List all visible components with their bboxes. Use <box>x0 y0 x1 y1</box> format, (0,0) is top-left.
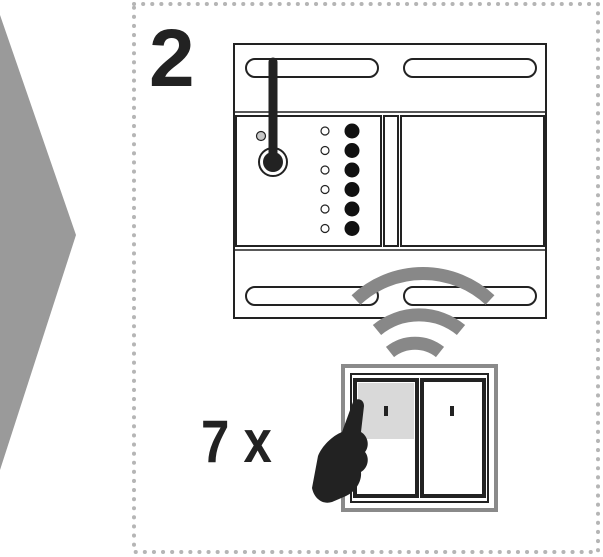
receiver-device <box>233 43 547 319</box>
top-slot-left <box>245 58 379 78</box>
step-number: 2 <box>149 13 195 104</box>
channel-led <box>344 182 360 197</box>
right-rocker <box>420 378 486 498</box>
blank-panel <box>400 115 545 247</box>
step-frame <box>132 2 600 554</box>
status-led <box>255 130 267 142</box>
small-led <box>320 126 330 136</box>
channel-led <box>344 162 360 178</box>
channel-led <box>344 221 360 236</box>
pointing-hand-icon <box>312 399 368 503</box>
small-led <box>320 165 330 175</box>
bottom-slot-left <box>245 286 379 306</box>
press-count-label: 7 x <box>201 408 272 475</box>
channel-led <box>344 201 360 217</box>
radio-wave-icon <box>351 267 495 358</box>
panel-divider <box>383 115 399 247</box>
small-led <box>320 204 330 214</box>
wall-switch <box>341 364 498 512</box>
next-step-arrow-icon <box>0 15 76 470</box>
channel-led <box>344 143 360 158</box>
top-slot-right <box>403 58 537 78</box>
channel-led <box>344 123 360 139</box>
small-led <box>320 145 330 156</box>
led-column <box>320 123 360 236</box>
small-led <box>320 184 330 195</box>
small-led <box>320 223 330 234</box>
